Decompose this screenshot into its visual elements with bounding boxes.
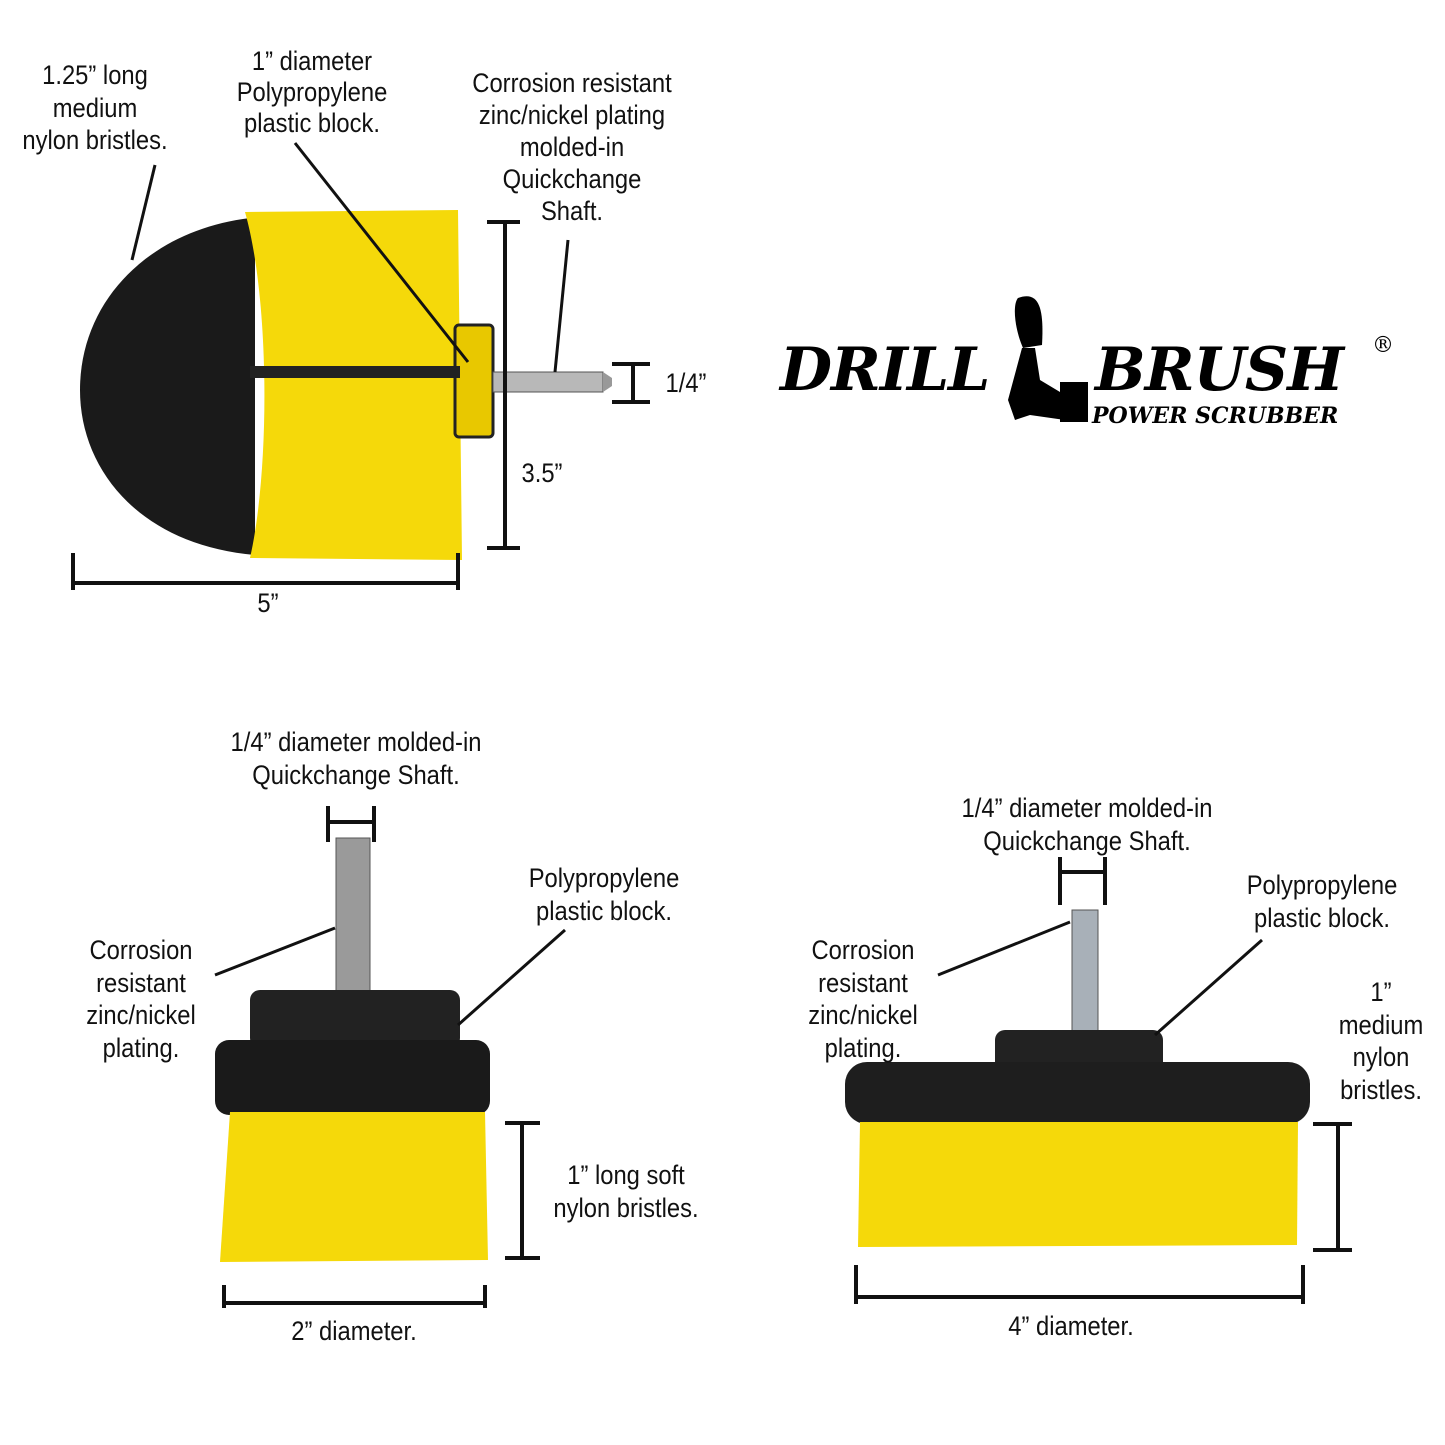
large-diameter-dimension: 4” diameter. bbox=[1008, 1311, 1134, 1341]
label-line: 1” bbox=[1370, 977, 1392, 1007]
label-line: Corrosion resistant bbox=[472, 68, 672, 98]
shaft bbox=[1071, 909, 1099, 1041]
label-line: Quickchange bbox=[502, 164, 642, 194]
shaft bbox=[492, 371, 604, 393]
registered-mark: ® bbox=[1372, 333, 1394, 358]
small-diameter-dimension: 2” diameter. bbox=[291, 1316, 417, 1346]
large-brush bbox=[845, 909, 1310, 1247]
label-line: 1” long soft bbox=[567, 1160, 685, 1190]
yellow-bristles bbox=[220, 1112, 488, 1262]
shaft-dimension: 1/4” bbox=[665, 368, 707, 398]
label-line: Polypropylene bbox=[528, 863, 680, 893]
small-shaft-label: 1/4” diameter molded-in Quickchange Shaf… bbox=[231, 726, 482, 791]
small-bristles-label: 1” long soft nylon bristles. bbox=[553, 1159, 698, 1224]
logo-word-drill: DRILL bbox=[780, 335, 990, 405]
label-line: Corrosion bbox=[811, 935, 915, 965]
label-line: zinc/nickel bbox=[86, 1000, 196, 1030]
black-bristles bbox=[80, 218, 255, 555]
label-line: 1/4” diameter molded-in bbox=[230, 727, 482, 757]
height-dimension: 3.5” bbox=[521, 458, 563, 488]
label-line: Quickchange Shaft. bbox=[252, 759, 460, 790]
label-line: resistant bbox=[96, 967, 186, 998]
label-line: bristles. bbox=[1340, 1074, 1422, 1105]
label-line: 1” diameter bbox=[251, 46, 373, 76]
label-line: Quickchange Shaft. bbox=[983, 825, 1191, 856]
label-line: plating. bbox=[102, 1032, 180, 1063]
yellow-bristles bbox=[858, 1122, 1298, 1247]
small-block-label: Polypropylene plastic block. bbox=[529, 862, 680, 927]
label-line: Corrosion bbox=[89, 935, 193, 965]
small-brush bbox=[215, 837, 490, 1262]
logo-word-brush: BRUSH bbox=[1095, 335, 1344, 405]
label-line: nylon bristles. bbox=[553, 1192, 699, 1223]
logo-tagline: POWER SCRUBBER bbox=[1092, 403, 1339, 429]
top-block-label: 1” diameter Polypropylene plastic block. bbox=[237, 46, 388, 139]
top-brush bbox=[80, 210, 612, 560]
label-line: plastic block. bbox=[535, 895, 673, 926]
label-line: resistant bbox=[818, 967, 908, 998]
drill-brush-logo-icon bbox=[1008, 296, 1088, 422]
label-line: plastic block. bbox=[243, 108, 381, 138]
yellow-bristles bbox=[245, 210, 462, 560]
label-line: 1/4” diameter molded-in bbox=[961, 793, 1213, 823]
large-plating-label: Corrosion resistant zinc/nickel plating. bbox=[808, 934, 918, 1064]
label-line: Polypropylene bbox=[1246, 870, 1398, 900]
label-line: plating. bbox=[824, 1032, 902, 1063]
label-line: medium bbox=[1338, 1009, 1424, 1040]
width-dimension: 5” bbox=[257, 588, 279, 618]
top-bristles-label: 1.25” long medium nylon bristles. bbox=[22, 59, 167, 157]
lower-block bbox=[845, 1062, 1310, 1124]
bristle-core bbox=[250, 366, 460, 378]
label-line: nylon bristles. bbox=[22, 125, 168, 155]
large-bristles-label: 1” medium nylon bristles. bbox=[1339, 976, 1424, 1106]
label-line: Shaft. bbox=[540, 196, 604, 226]
label-line: zinc/nickel plating bbox=[478, 100, 666, 130]
large-dimension-lines bbox=[854, 857, 1352, 1304]
hex-tip bbox=[603, 372, 612, 392]
label-line: molded-in bbox=[519, 132, 625, 162]
upper-block bbox=[250, 990, 460, 1048]
top-dimension-lines bbox=[71, 142, 650, 590]
plastic-block bbox=[453, 323, 495, 439]
label-line: medium bbox=[52, 92, 138, 123]
lower-block bbox=[215, 1040, 490, 1115]
top-shaft-label: Corrosion resistant zinc/nickel plating … bbox=[472, 67, 671, 227]
label-line: plastic block. bbox=[1253, 902, 1391, 933]
large-shaft-label: 1/4” diameter molded-in Quickchange Shaf… bbox=[962, 792, 1213, 857]
small-dimension-lines bbox=[214, 806, 566, 1308]
shaft bbox=[335, 837, 371, 999]
label-line: nylon bbox=[1352, 1042, 1410, 1072]
large-block-label: Polypropylene plastic block. bbox=[1247, 869, 1398, 934]
label-line: 1.25” long bbox=[42, 60, 148, 90]
label-line: Polypropylene bbox=[236, 77, 388, 107]
small-plating-label: Corrosion resistant zinc/nickel plating. bbox=[86, 934, 196, 1064]
label-line: zinc/nickel bbox=[808, 1000, 918, 1030]
